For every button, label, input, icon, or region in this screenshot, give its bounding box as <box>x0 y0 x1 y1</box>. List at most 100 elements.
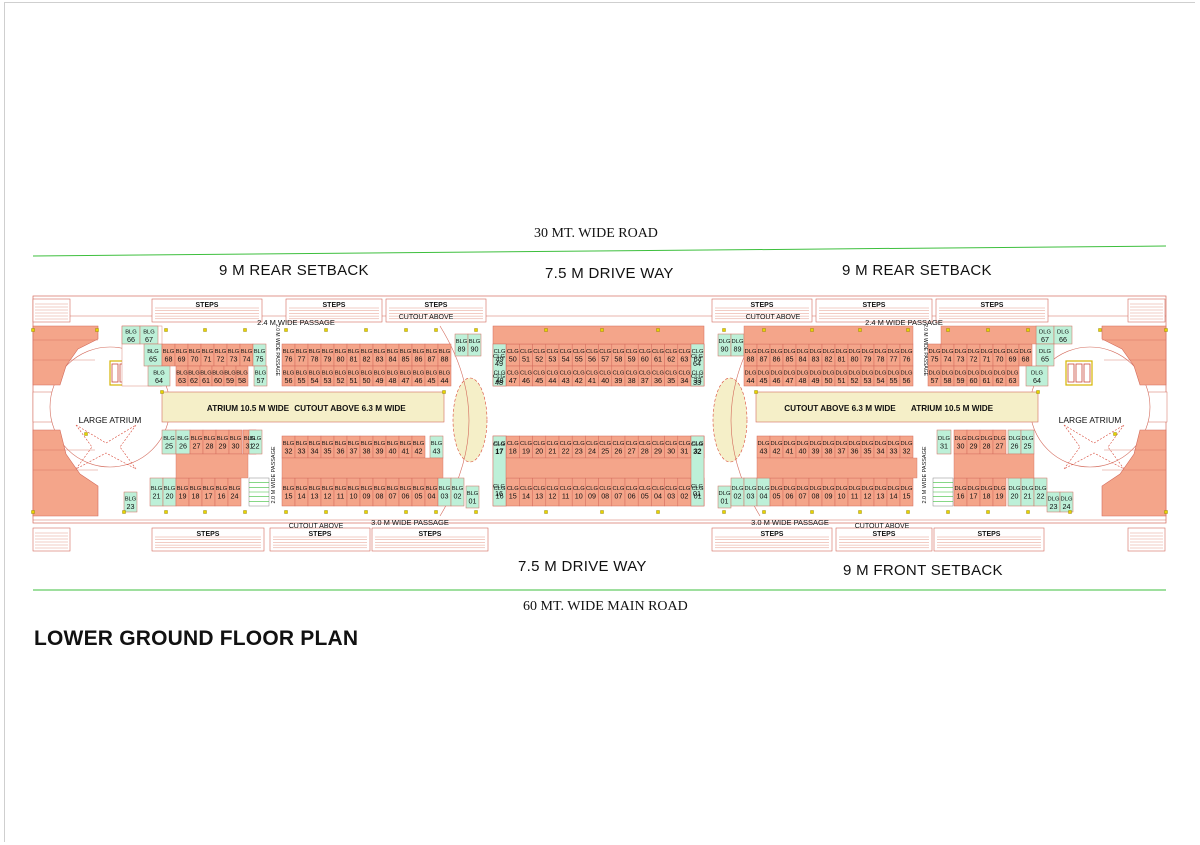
column-marker <box>364 328 368 332</box>
plan-title: LOWER GROUND FLOOR PLAN <box>34 627 359 650</box>
unit-code: BLG <box>177 486 189 492</box>
unit-code: DLG <box>955 486 967 492</box>
unit-number: 19 <box>522 447 530 456</box>
unit-number: 45 <box>428 376 436 385</box>
clg-end-anchor <box>690 435 705 507</box>
unit-number: 27 <box>996 442 1004 451</box>
unit-code: BLG <box>374 441 386 447</box>
unit-number: 75 <box>931 355 939 364</box>
unit-number: 55 <box>890 376 898 385</box>
unit-code: DLG <box>981 370 993 376</box>
unit-code: DLG <box>875 486 887 492</box>
column-marker <box>600 510 604 514</box>
unit-number: 24 <box>231 491 239 500</box>
column-marker <box>1113 432 1117 436</box>
unit-number: 41 <box>786 447 794 456</box>
unit-number: 82 <box>825 355 833 364</box>
unit-number: 10 <box>350 491 358 500</box>
column-marker <box>1164 328 1168 332</box>
unit-number: 21 <box>1024 491 1032 500</box>
bottom-left-mid-strip <box>175 453 249 479</box>
passage-label: 2.4 M WIDE PASSAGE <box>865 318 943 327</box>
unit-number: 09 <box>825 491 833 500</box>
unit-code: BLG <box>335 370 347 376</box>
unit-code: BLG <box>236 370 248 376</box>
unit-number: 48 <box>389 376 397 385</box>
unit-code: BLG <box>469 339 481 345</box>
unit-code: CLG <box>652 441 664 447</box>
unit-number: 08 <box>812 491 820 500</box>
unit-code: DLG <box>719 491 731 497</box>
unit-code: DLG <box>797 349 809 355</box>
column-marker <box>364 510 368 514</box>
unit-code: DLG <box>849 370 861 376</box>
unit-number: 03 <box>441 491 449 500</box>
unit-number: 44 <box>747 376 755 385</box>
unit-code: CLG <box>599 486 611 492</box>
steps-label: STEPS <box>323 302 346 309</box>
unit-code: CLG <box>692 349 704 355</box>
escalator-step <box>111 363 119 383</box>
unit-code: CLG <box>533 441 545 447</box>
unit-number: 32 <box>694 447 702 456</box>
unit-code: CLG <box>665 441 677 447</box>
unit-code: DLG <box>1009 436 1021 442</box>
unit-code: DLG <box>875 441 887 447</box>
unit-number: 16 <box>495 489 503 498</box>
shop-unit <box>235 365 249 387</box>
unit-code: CLG <box>599 441 611 447</box>
unit-code: DLG <box>745 370 757 376</box>
unit-code: DLG <box>1022 486 1034 492</box>
unit-number: 03 <box>747 491 755 500</box>
unit-code: DLG <box>823 370 835 376</box>
unit-number: 64 <box>1033 376 1041 385</box>
unit-code: BLG <box>426 370 438 376</box>
unit-number: 09 <box>363 491 371 500</box>
unit-code: CLG <box>652 370 664 376</box>
unit-number: 54 <box>877 376 885 385</box>
unit-code: DLG <box>888 441 900 447</box>
unit-number: 53 <box>324 376 332 385</box>
unit-number: 33 <box>298 447 306 456</box>
unit-code: DLG <box>745 349 757 355</box>
unit-number: 20 <box>535 447 543 456</box>
unit-number: 58 <box>944 376 952 385</box>
unit-code: DLG <box>862 441 874 447</box>
corner-shop-block <box>1101 429 1167 517</box>
unit-number: 51 <box>350 376 358 385</box>
unit-number: 26 <box>179 442 187 451</box>
unit-code: CLG <box>652 486 664 492</box>
unit-code: CLG <box>691 374 703 380</box>
column-marker <box>810 510 814 514</box>
unit-number: 69 <box>178 355 186 364</box>
unit-code: BLG <box>143 330 155 336</box>
unit-number: 40 <box>389 447 397 456</box>
unit-code: BLG <box>335 441 347 447</box>
unit-code: DLG <box>836 370 848 376</box>
column-marker <box>858 510 862 514</box>
unit-number: 74 <box>243 355 251 364</box>
unit-number: 43 <box>760 447 768 456</box>
unit-number: 66 <box>1059 335 1067 344</box>
unit-number: 16 <box>218 491 226 500</box>
top-road-label: 30 MT. WIDE ROAD <box>534 226 658 241</box>
unit-number: 49 <box>496 355 504 364</box>
unit-number: 90 <box>471 345 479 354</box>
passage-label-vertical: 2.0 M WIDE PASSAGE <box>274 324 280 377</box>
unit-code: DLG <box>849 486 861 492</box>
unit-code: BLG <box>413 441 425 447</box>
unit-number: 46 <box>522 376 530 385</box>
escalator-step <box>1075 363 1083 383</box>
column-marker <box>31 510 35 514</box>
unit-number: 37 <box>350 447 358 456</box>
clg-rear-strip <box>492 325 705 345</box>
unit-code: CLG <box>639 441 651 447</box>
unit-number: 64 <box>693 359 701 368</box>
unit-number: 70 <box>191 355 199 364</box>
unit-code: DLG <box>875 370 887 376</box>
unit-code: CLG <box>573 349 585 355</box>
unit-number: 22 <box>1037 491 1045 500</box>
unit-number: 06 <box>402 491 410 500</box>
unit-number: 62 <box>996 376 1004 385</box>
unit-number: 08 <box>601 491 609 500</box>
